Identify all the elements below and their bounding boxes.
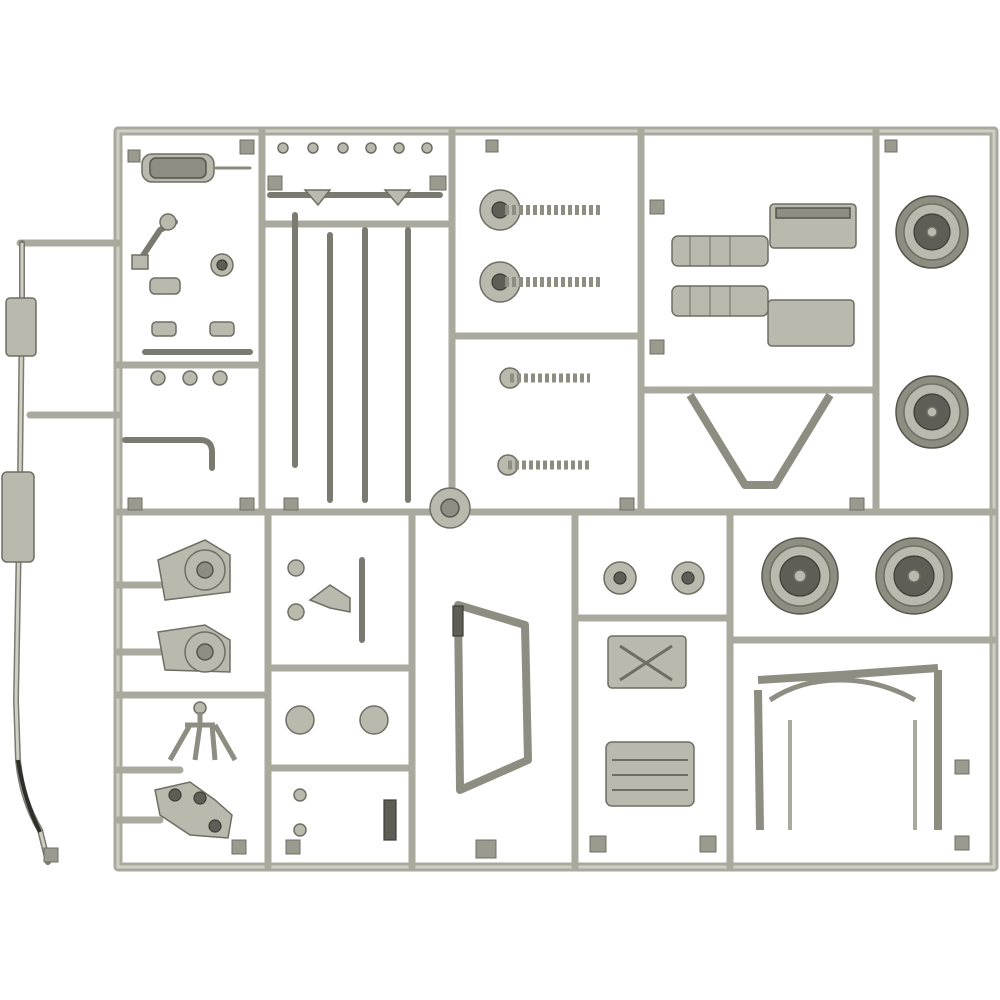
oil-pan bbox=[605, 741, 695, 807]
wheel-rim bbox=[761, 195, 969, 615]
exhaust-pipe bbox=[1, 240, 51, 865]
exhaust-manifold bbox=[167, 701, 238, 762]
roll-bar-loop bbox=[452, 601, 532, 794]
transmission bbox=[603, 561, 705, 689]
small-bracket-parts bbox=[122, 213, 253, 471]
small-fittings bbox=[285, 557, 397, 841]
engine-block bbox=[671, 203, 857, 347]
front-a-frame bbox=[686, 392, 834, 489]
sprue-gate-tabs bbox=[43, 139, 970, 863]
drive-shaft bbox=[429, 189, 600, 529]
suspension-rods bbox=[267, 142, 443, 503]
muffler-part bbox=[141, 153, 252, 183]
sprue-runners bbox=[16, 127, 998, 871]
sprue-outer-frame bbox=[113, 126, 999, 872]
engine-mount bbox=[154, 781, 233, 839]
differential-housing bbox=[157, 539, 231, 673]
roll-cage bbox=[754, 664, 942, 831]
